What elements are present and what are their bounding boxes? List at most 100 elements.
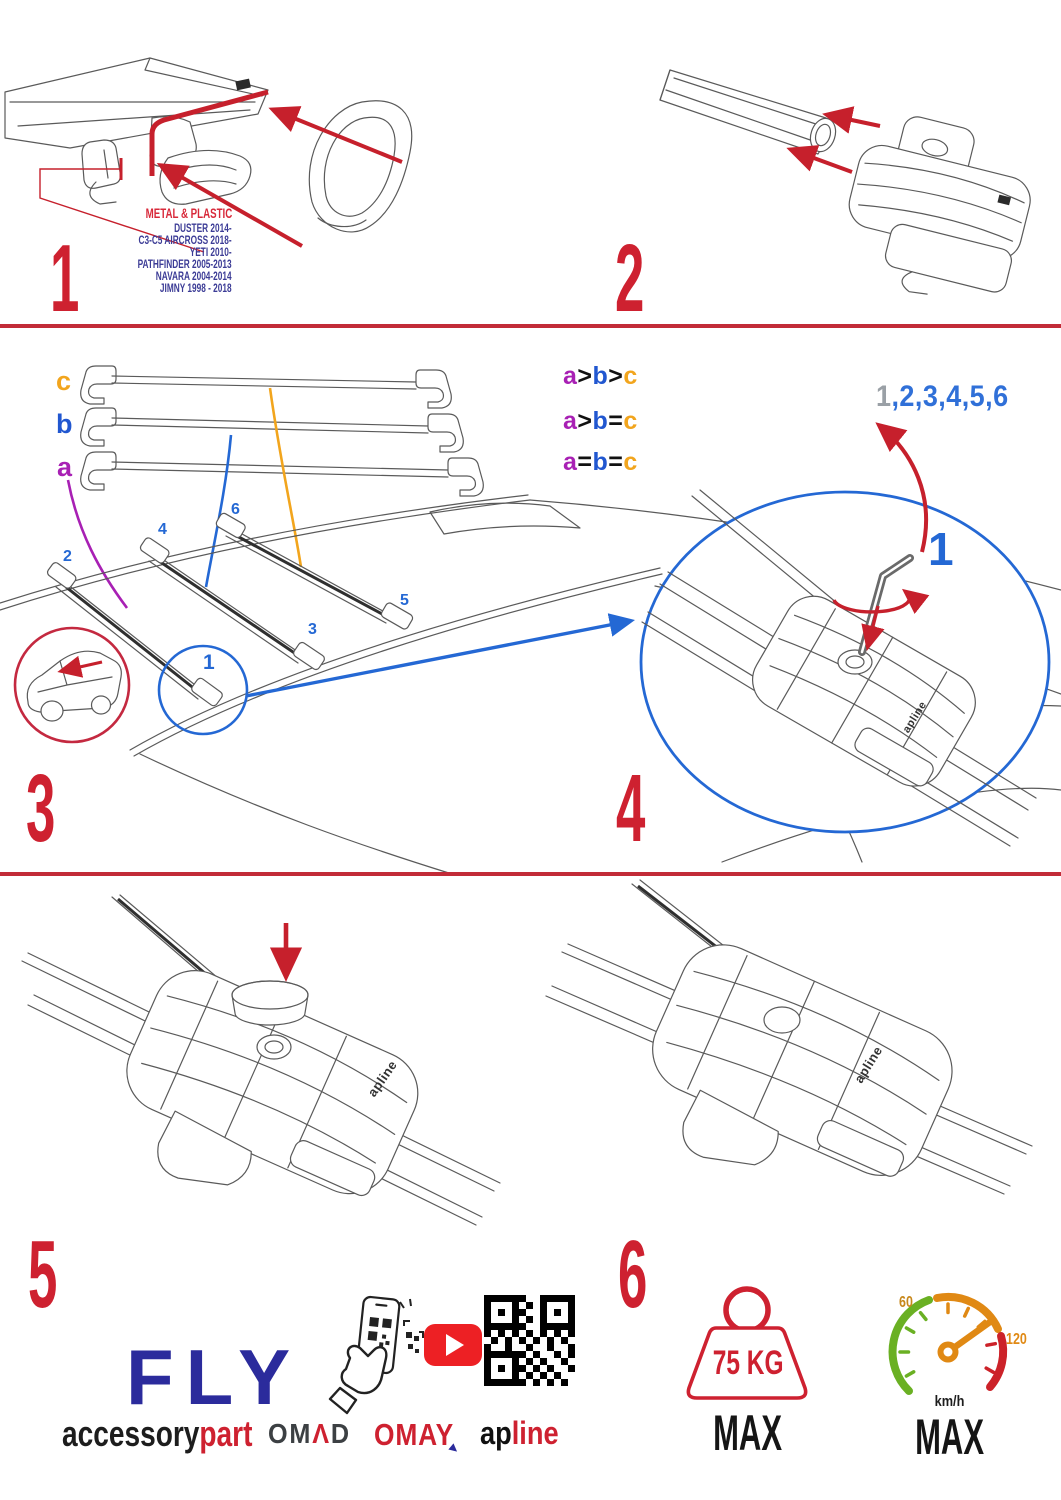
bar-b <box>80 407 464 453</box>
bolt-hole <box>256 1034 292 1060</box>
formula-op: = <box>608 448 624 476</box>
accessory-text: accessory <box>62 1413 200 1454</box>
gauge-ticks <box>898 1302 998 1378</box>
mounted-bar-middle <box>139 537 325 671</box>
roof-position-1: 1 <box>203 651 215 674</box>
youtube-icon <box>424 1324 482 1366</box>
scan-target-marks <box>406 1332 419 1353</box>
step1-illustration <box>4 57 413 253</box>
speed-max-label: MAX <box>915 1409 985 1465</box>
formula-op: > <box>608 362 624 390</box>
formula-term: b <box>592 407 609 435</box>
clamp-body <box>126 970 419 1197</box>
formula-op: = <box>577 448 593 476</box>
part-text: part <box>199 1413 253 1454</box>
omay-logo: OMAY <box>374 1419 468 1455</box>
step5-illustration <box>21 894 501 1226</box>
bar-label-b: b <box>56 409 73 439</box>
roof-position-2: 2 <box>63 548 72 565</box>
max-load-icon <box>686 1286 808 1400</box>
speed-120-label: 120 <box>1006 1331 1027 1348</box>
cover-cap <box>231 980 309 1026</box>
formula-term: a <box>563 407 578 435</box>
formula-term: a <box>563 362 578 390</box>
sequence-pointer-arrow <box>875 422 928 553</box>
car-direction-inset <box>13 626 131 744</box>
formula-term: c <box>623 448 638 476</box>
red-insert-arrows <box>786 106 881 174</box>
model-item: C3-C5 AIRCROSS 2018- <box>138 235 232 247</box>
step-6-number: 6 <box>618 1221 648 1328</box>
formula-op: > <box>577 362 593 390</box>
model-item: YETI 2010- <box>190 247 232 259</box>
cover-piece-drawing <box>308 100 413 233</box>
apline-logo: apline <box>480 1415 559 1451</box>
formula-op: > <box>577 407 593 435</box>
red-fit-annotations <box>39 89 403 253</box>
youtube-play-triangle <box>446 1334 464 1356</box>
mounted-bar-rear <box>215 512 414 630</box>
formula-term: c <box>623 407 638 435</box>
bar-a <box>80 451 484 497</box>
step-3-number: 3 <box>26 755 56 862</box>
step2-illustration <box>659 69 1031 295</box>
step6-illustration <box>545 879 1033 1195</box>
phone-scan-icon <box>328 1295 424 1415</box>
section-divider <box>0 324 1061 328</box>
bar-position-leaders <box>66 387 303 609</box>
speed-60-label: 60 <box>899 1294 913 1311</box>
bar-label-a: a <box>57 452 73 482</box>
formula-term: b <box>592 448 609 476</box>
fly-logo: FLY <box>126 1333 303 1421</box>
formula-term: a <box>563 448 578 476</box>
step-4-number: 4 <box>616 755 646 862</box>
step-2-number: 2 <box>615 225 645 332</box>
bar-label-c: c <box>56 366 72 396</box>
position-1-highlight-circle <box>157 644 249 736</box>
step1-fitment-note: METAL & PLASTIC DUSTER 2014- C3-C5 AIRCR… <box>0 205 232 297</box>
detail-pointer-arrow <box>245 613 636 698</box>
roof-position-4: 4 <box>158 521 167 538</box>
detail-clamp <box>752 595 976 787</box>
formula-term: b <box>592 362 609 390</box>
bolt-hole-inner <box>845 655 865 669</box>
clamp-foot-drawing <box>848 116 1031 295</box>
formula-term: c <box>623 362 638 390</box>
step4-detail-illustration <box>639 422 1051 847</box>
roof-position-5: 5 <box>400 592 409 609</box>
model-item: JIMNY 1998 - 2018 <box>160 283 232 295</box>
detail-position-number: 1 <box>928 523 954 575</box>
model-item: DUSTER 2014- <box>174 223 232 235</box>
roof-position-6: 6 <box>231 501 240 518</box>
formula-row-3: a=b=c <box>563 450 638 475</box>
formula-row-1: a>b>c <box>563 364 638 389</box>
speed-limit-icon <box>888 1292 1008 1395</box>
roof-position-3: 3 <box>308 621 317 638</box>
qr-code <box>484 1295 575 1386</box>
bar-drawing <box>659 69 837 155</box>
bolt-hole <box>837 649 873 675</box>
qr-finder-tl <box>484 1295 519 1330</box>
sequence-first: 1 <box>876 380 892 413</box>
qr-finder-tr <box>540 1295 575 1330</box>
speed-unit-label: km/h <box>935 1393 965 1410</box>
capped-bolt-hole <box>763 1006 801 1034</box>
step-1-number: 1 <box>50 225 80 332</box>
step-5-number: 5 <box>28 1221 58 1328</box>
max-load-value: 75 KG <box>712 1344 784 1382</box>
model-list: DUSTER 2014- C3-C5 AIRCROSS 2018- YETI 2… <box>138 223 232 295</box>
material-label: METAL & PLASTIC <box>145 206 232 221</box>
section-divider <box>0 872 1061 876</box>
model-item: PATHFINDER 2005-2013 <box>137 259 232 271</box>
bolt-hole-inner <box>264 1040 284 1054</box>
mounted-bar-front <box>46 562 223 707</box>
crossbar-end-drawing <box>4 57 269 205</box>
omad-logo: OMΛD <box>268 1418 351 1449</box>
accessorypart-logo: accessorypart <box>62 1416 306 1452</box>
tightening-sequence: 1,2,3,4,5,6 <box>876 380 1023 414</box>
max-load-label: MAX <box>713 1405 783 1461</box>
formula-op: = <box>608 407 624 435</box>
sequence-rest: ,2,3,4,5,6 <box>891 380 1009 413</box>
bar-c <box>80 365 452 409</box>
qr-finder-bl <box>484 1351 519 1386</box>
